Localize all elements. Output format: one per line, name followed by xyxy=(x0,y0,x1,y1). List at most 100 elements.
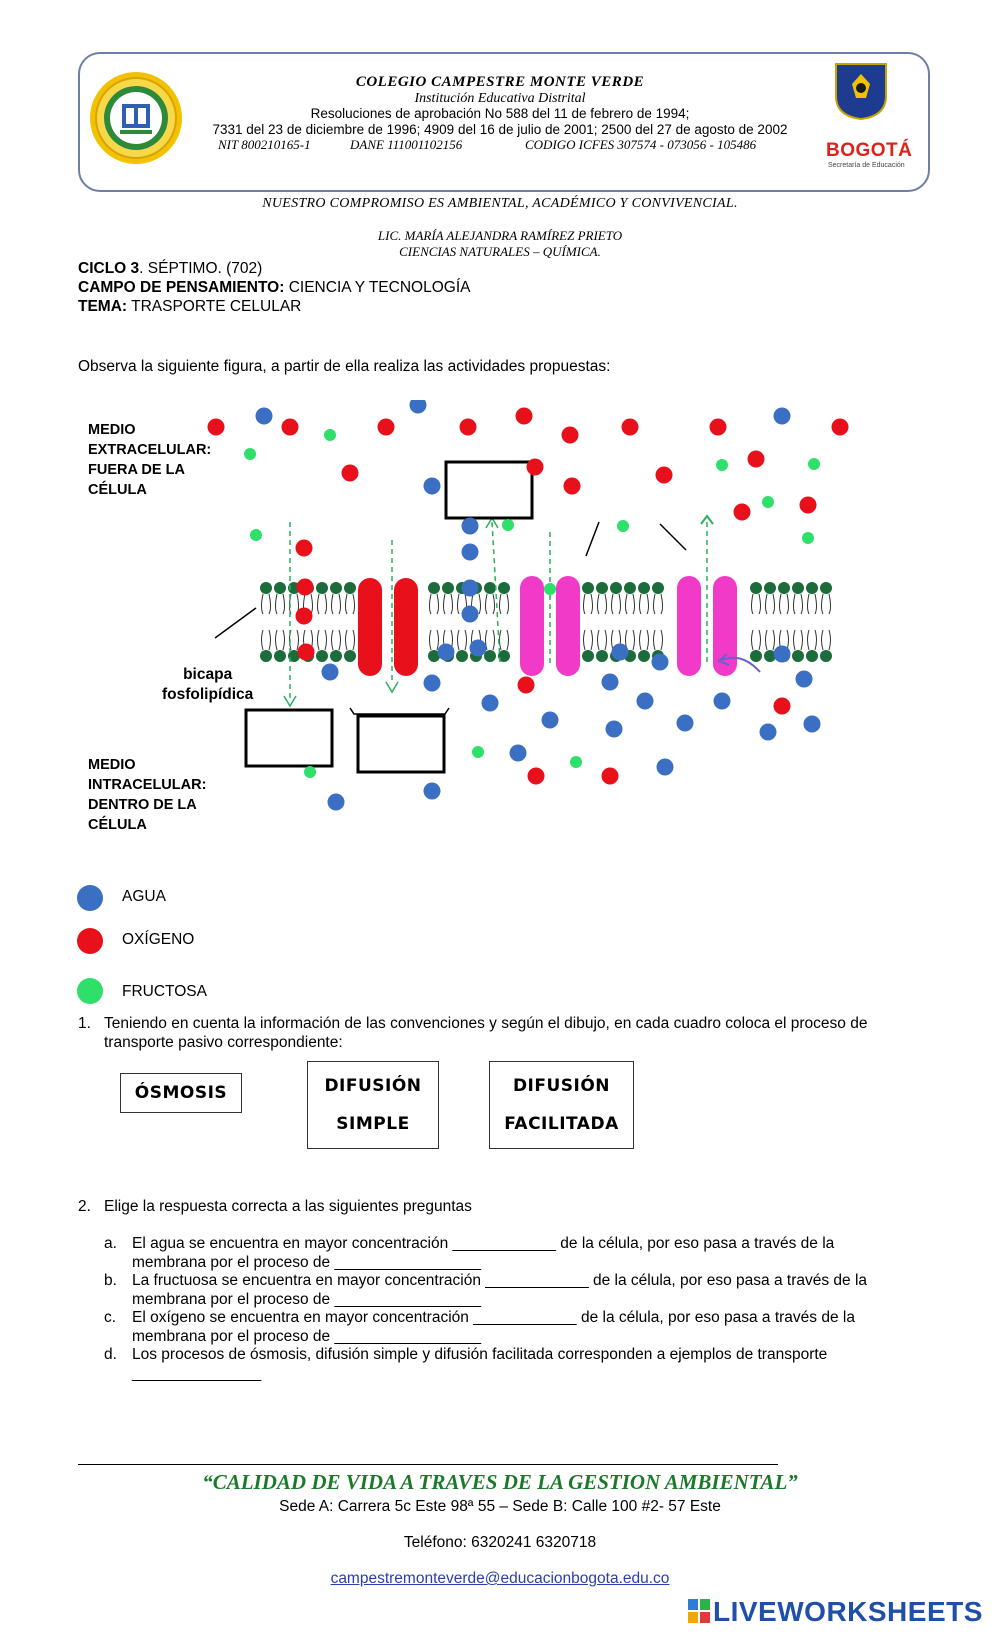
water-molecule xyxy=(461,579,479,597)
footer-email-link[interactable]: campestremonteverde@educacionbogota.edu.… xyxy=(330,1570,670,1587)
icfes-code: CODIGO ICFES 307574 - 073056 - 105486 xyxy=(525,137,757,152)
water-molecule xyxy=(656,758,674,776)
water-molecule xyxy=(423,674,441,692)
water-molecule xyxy=(803,715,821,733)
water-molecule xyxy=(795,670,813,688)
option-osmosis[interactable]: ÓSMOSIS xyxy=(120,1073,242,1113)
q2d-letter: d. xyxy=(104,1346,117,1363)
legend-dot-oxygen xyxy=(77,928,103,954)
resolutions-line: Resoluciones de aprobación No 588 del 11… xyxy=(310,106,690,121)
phospholipid-tail xyxy=(653,593,663,651)
cell-transport-diagram xyxy=(207,400,849,811)
phospholipid-tail xyxy=(317,593,327,651)
phospholipid-tail xyxy=(821,593,831,651)
oxygen-molecule xyxy=(295,607,313,625)
phospholipid-head xyxy=(316,650,328,662)
phospholipid-tail xyxy=(779,593,789,651)
phospholipid-tail xyxy=(793,593,803,651)
oxygen-molecule xyxy=(563,477,581,495)
carrier-protein-right-a xyxy=(677,576,701,676)
fructose-molecule xyxy=(324,429,336,441)
phospholipid-tail xyxy=(261,593,271,651)
water-molecule xyxy=(255,407,273,425)
teacher-name: LIC. MARÍA ALEJANDRA RAMÍREZ PRIETO xyxy=(377,228,623,243)
footer-divider xyxy=(78,1464,778,1465)
option-facilitated-diffusion[interactable]: DIFUSIÓN FACILITADA xyxy=(489,1061,634,1149)
phospholipid-head xyxy=(610,582,622,594)
school-seal-logo xyxy=(90,72,182,164)
phospholipid-tail xyxy=(583,593,593,651)
phospholipid-tail xyxy=(457,593,467,651)
bogota-crest-icon xyxy=(835,63,887,120)
footer-address: Sede A: Carrera 5c Este 98ª 55 – Sede B:… xyxy=(279,1498,721,1515)
cycle-label: CICLO 3 xyxy=(78,260,140,277)
water-molecule xyxy=(509,744,527,762)
q2c-text[interactable]: El oxígeno se encuentra en mayor concent… xyxy=(132,1309,855,1345)
water-molecule xyxy=(423,782,441,800)
fructose-molecule xyxy=(472,746,484,758)
phospholipid-head xyxy=(274,582,286,594)
water-molecule xyxy=(409,400,427,414)
phospholipid-head xyxy=(428,650,440,662)
water-molecule xyxy=(481,694,499,712)
q2b-text[interactable]: La fructuosa se encuentra en mayor conce… xyxy=(132,1272,868,1308)
water-molecule xyxy=(676,714,694,732)
q2b-letter: b. xyxy=(104,1272,117,1289)
q2d-text[interactable]: Los procesos de ósmosis, difusión simple… xyxy=(132,1346,828,1382)
phospholipid-head xyxy=(638,650,650,662)
school-motto: NUESTRO COMPROMISO ES AMBIENTAL, ACADÉMI… xyxy=(262,196,738,211)
phospholipid-head xyxy=(778,582,790,594)
topic-line: TEMA: TRASPORTE CELULAR xyxy=(78,298,301,316)
phospholipid-tail xyxy=(289,593,299,651)
phospholipid-tail xyxy=(807,593,817,651)
phospholipid-head xyxy=(498,582,510,594)
phospholipid-head xyxy=(344,582,356,594)
field-value: CIENCIA Y TECNOLOGÍA xyxy=(284,279,471,296)
phospholipid-head xyxy=(288,650,300,662)
water-molecule xyxy=(437,643,455,661)
oxygen-molecule xyxy=(773,697,791,715)
field-label: CAMPO DE PENSAMIENTO: xyxy=(78,279,285,296)
footer-quote: “CALIDAD DE VIDA A TRAVES DE LA GESTION … xyxy=(202,1470,798,1494)
nit-code: NIT 800210165-1 xyxy=(218,137,311,152)
phospholipid-tail xyxy=(597,593,607,651)
phospholipid-head xyxy=(792,650,804,662)
phospholipid-head xyxy=(750,582,762,594)
q1-text: Teniendo en cuenta la información de las… xyxy=(104,1015,868,1051)
option-simple-label-2: SIMPLE xyxy=(336,1114,410,1134)
phospholipid-head xyxy=(820,650,832,662)
oxygen-molecule xyxy=(281,418,299,436)
q1-number: 1. xyxy=(78,1015,91,1032)
water-molecule xyxy=(611,643,629,661)
option-simple-diffusion[interactable]: DIFUSIÓN SIMPLE xyxy=(307,1061,439,1149)
phospholipid-head xyxy=(638,582,650,594)
subject-name: CIENCIAS NATURALES – QUÍMICA. xyxy=(399,244,601,259)
bogota-logo-subtitle: Secretaría de Educación xyxy=(828,162,905,169)
header-frame xyxy=(78,52,930,192)
carrier-protein-middle-b xyxy=(556,576,580,676)
water-molecule xyxy=(321,663,339,681)
phospholipid-head xyxy=(764,650,776,662)
q2a-text[interactable]: El agua se encuentra en mayor concentrac… xyxy=(132,1235,835,1271)
liveworksheets-text: LIVEWORKSHEETS xyxy=(713,1596,983,1627)
fructose-molecule xyxy=(808,458,820,470)
phospholipid-head xyxy=(806,650,818,662)
answer-box-bottom-middle xyxy=(356,714,446,774)
fructose-molecule xyxy=(762,496,774,508)
oxygen-molecule xyxy=(655,466,673,484)
phospholipid-head xyxy=(330,650,342,662)
answer-box-top xyxy=(444,460,534,520)
fructose-molecule xyxy=(716,459,728,471)
oxygen-molecule xyxy=(296,578,314,596)
phospholipid-head xyxy=(344,650,356,662)
topic-label: TEMA: xyxy=(78,298,128,315)
institution-type: Institución Educativa Distrital xyxy=(414,91,586,106)
oxygen-molecule xyxy=(526,458,544,476)
phospholipid-tail xyxy=(751,593,761,651)
phospholipid-head xyxy=(652,582,664,594)
water-molecule xyxy=(541,711,559,729)
legend-label-oxygen: OXÍGENO xyxy=(122,931,195,948)
fructose-molecule xyxy=(617,520,629,532)
